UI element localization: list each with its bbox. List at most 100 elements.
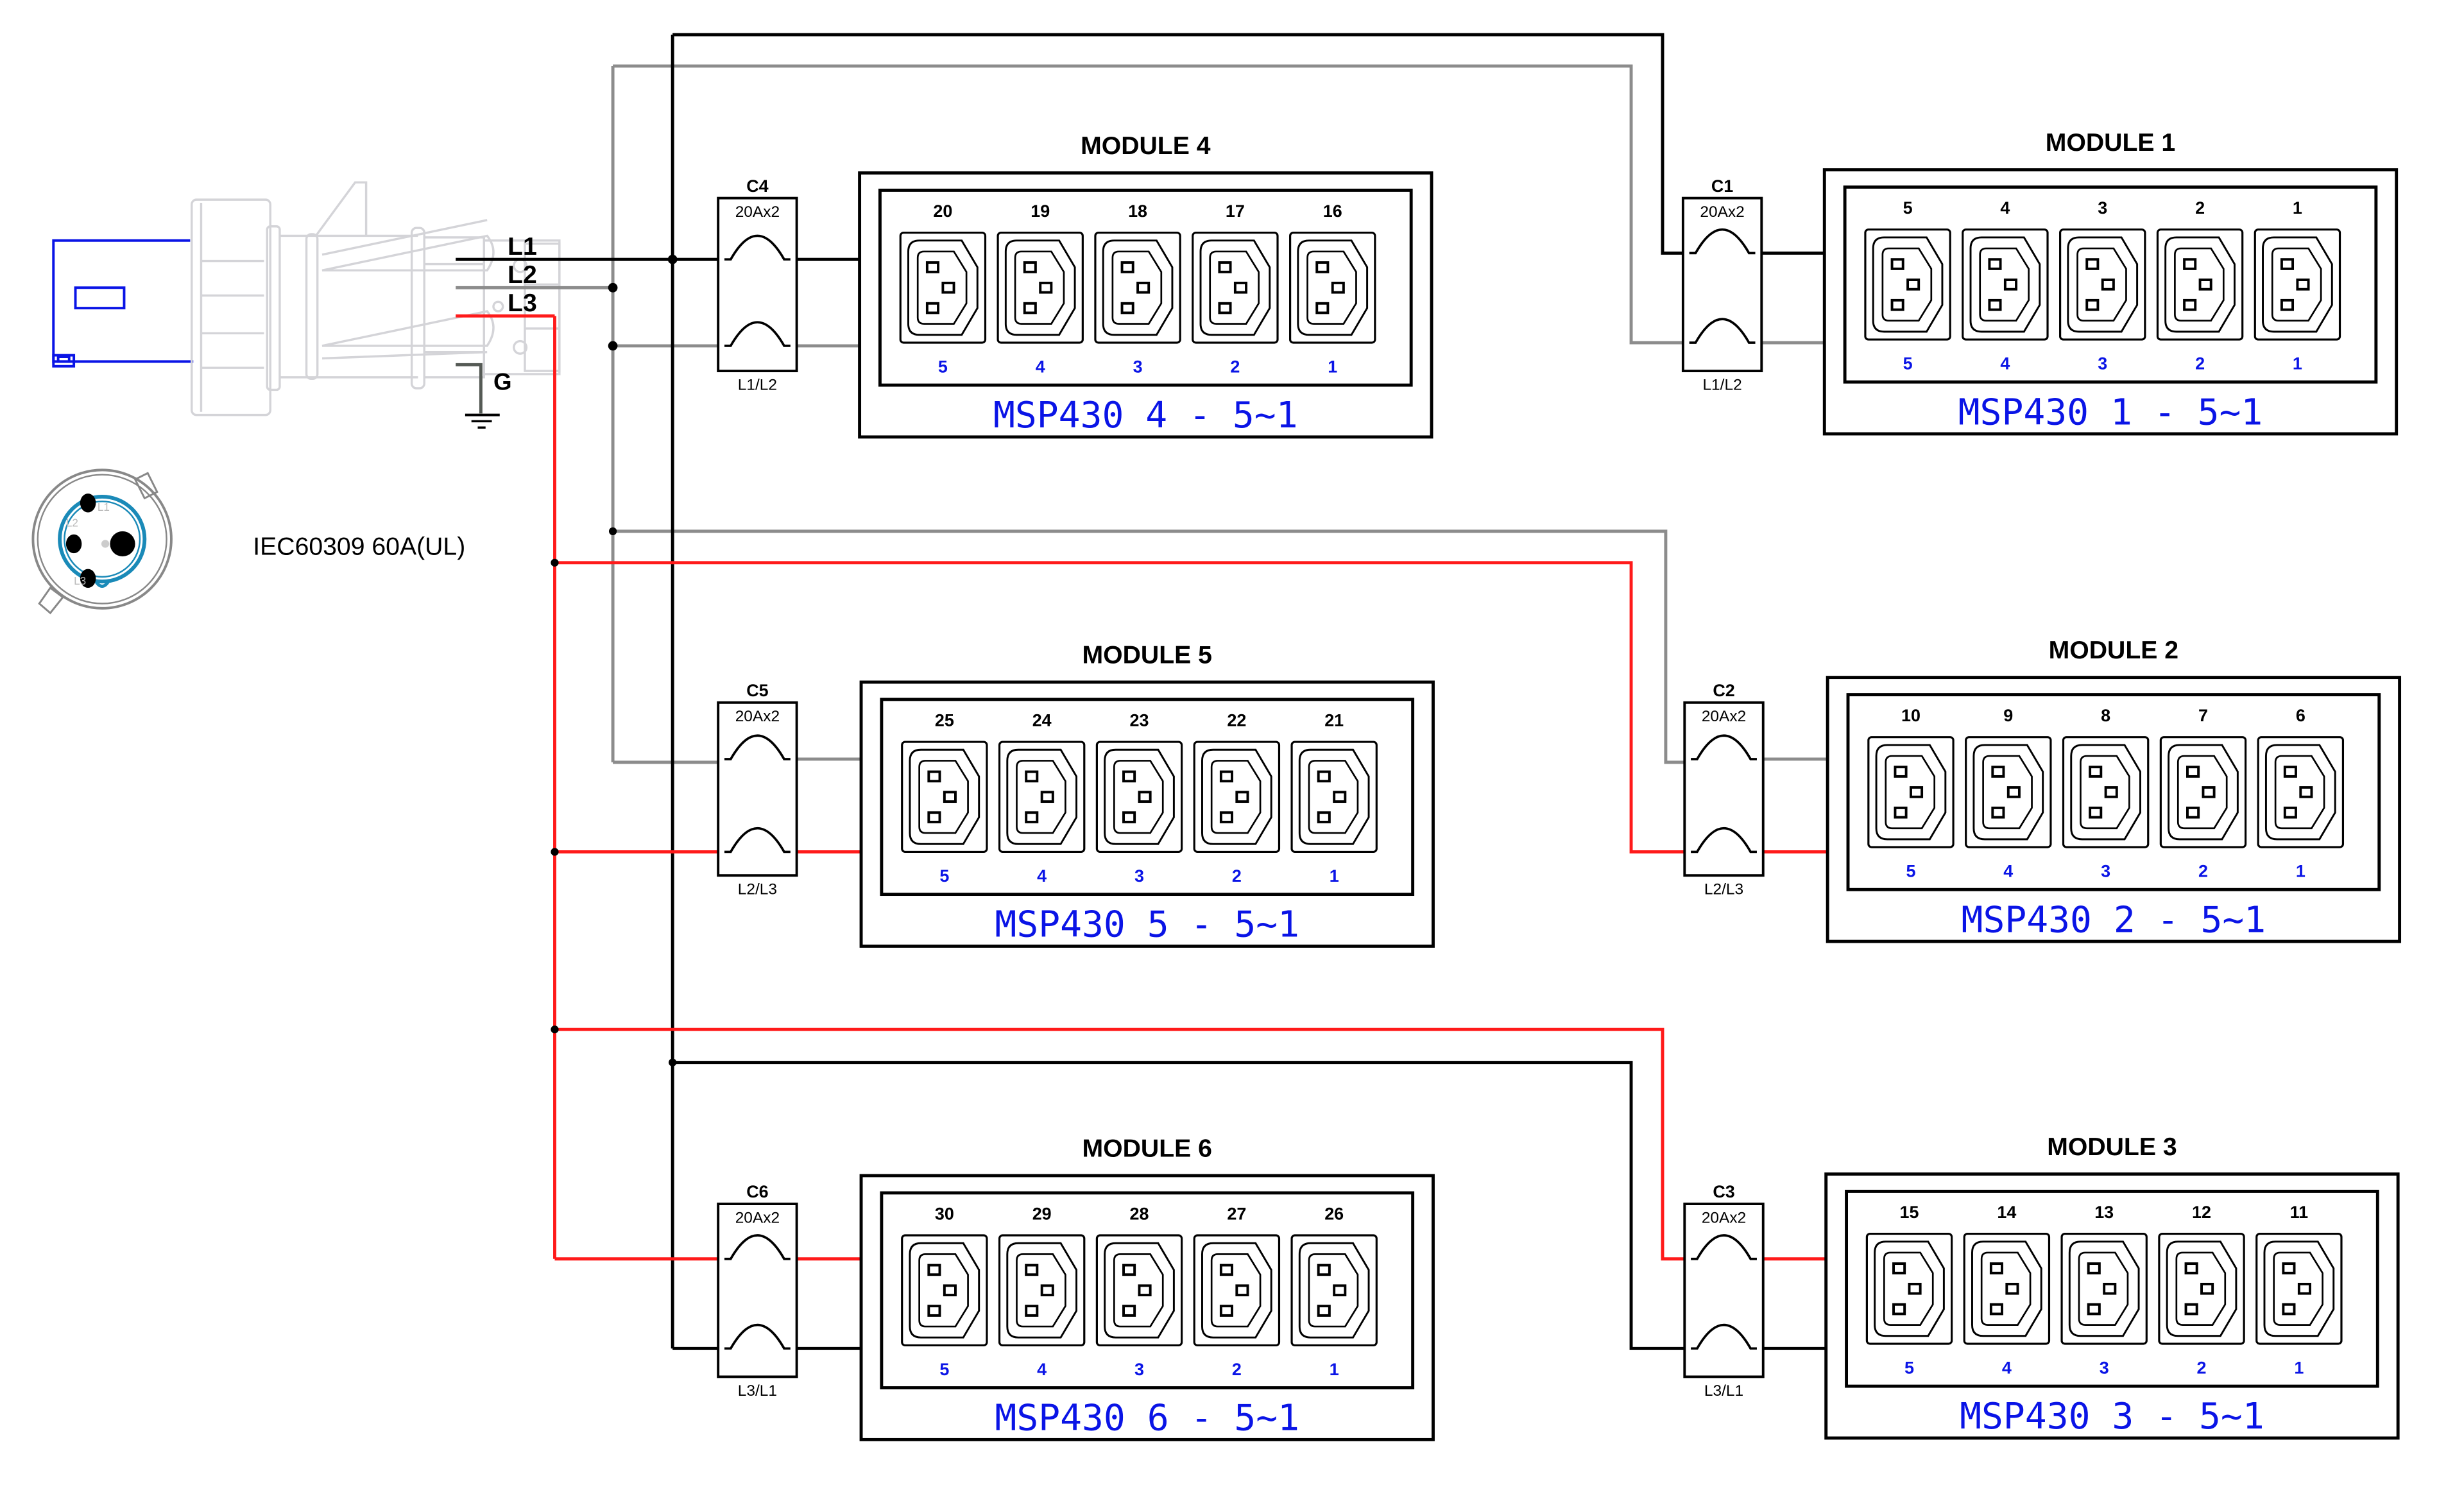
outlet-c13[interactable]	[2254, 228, 2341, 341]
outlet-c13[interactable]	[899, 231, 987, 344]
wire-l3-to-c3	[554, 1027, 1685, 1261]
junction-dot	[608, 282, 618, 293]
socket-pin-label-l1: L1	[98, 501, 110, 513]
outlet-c13[interactable]	[1094, 231, 1181, 344]
outlet-c13[interactable]	[1095, 741, 1183, 853]
outlet-c13[interactable]	[2059, 228, 2146, 341]
outlet-c13[interactable]	[2156, 228, 2244, 341]
plug-face-icon	[52, 239, 194, 368]
outlet-c13[interactable]	[1865, 1232, 1953, 1345]
outlet-shroud-icon	[1298, 1242, 1370, 1339]
module-caption: MSP430 5 - 5~1	[995, 904, 1299, 946]
outlet-pin-neutral	[2183, 298, 2197, 311]
outlet-socket-icon	[2175, 1251, 2227, 1326]
outlet-socket-icon	[2174, 247, 2225, 322]
outlet-shroud-icon	[907, 239, 979, 336]
module-caption: MSP430 2 - 5~1	[1962, 899, 2266, 941]
outlet-c13[interactable]	[2062, 736, 2150, 848]
outlet-pin-ground	[1333, 791, 1347, 803]
outlet-global-number: 28	[1130, 1205, 1149, 1224]
outlet-c13[interactable]	[1290, 741, 1378, 853]
outlet-pin-neutral	[1025, 811, 1039, 823]
outlet-shroud-icon	[1971, 1240, 2042, 1337]
outlet-c13[interactable]	[2257, 736, 2345, 848]
outlet-global-number: 3	[2098, 198, 2107, 218]
outlet-c13[interactable]	[1963, 1232, 2051, 1345]
outlet-pin-ground	[943, 791, 957, 803]
breaker-id: C4	[746, 176, 768, 196]
outlet-pin-live	[1989, 1262, 2003, 1274]
outlet-shroud-icon	[1972, 744, 2044, 841]
outlet-c13[interactable]	[2158, 1232, 2245, 1345]
outlet-c13[interactable]	[1867, 736, 1955, 848]
outlet-pin-ground	[1138, 1284, 1152, 1297]
breaker-contact-icon	[1691, 1323, 1757, 1350]
outlet-c13[interactable]	[1193, 741, 1281, 853]
outlet-pin-neutral	[1023, 302, 1037, 314]
outlet-socket-icon	[1014, 250, 1065, 325]
outlet-c13[interactable]	[2060, 1232, 2148, 1345]
outlet-socket-icon	[918, 1253, 969, 1328]
outlet-c13[interactable]	[998, 741, 1086, 853]
outlet-pin-ground	[2103, 1282, 2117, 1295]
outlet-global-number: 5	[1903, 198, 1913, 218]
outlet-c13[interactable]	[1962, 228, 2049, 341]
outlet-c13[interactable]	[2255, 1232, 2343, 1345]
outlet-pin-neutral	[1219, 1305, 1233, 1317]
outlet-socket-icon	[1883, 1251, 1934, 1326]
breaker-contact-icon	[1691, 1234, 1757, 1260]
outlet-global-number: 2	[2195, 198, 2205, 218]
breaker-id: C3	[1713, 1182, 1734, 1201]
outlet-socket-icon	[1980, 1251, 2032, 1326]
outlet-pin-neutral	[927, 1305, 941, 1317]
outlet-pin-ground	[1331, 281, 1345, 294]
outlet-c13[interactable]	[901, 1234, 988, 1347]
outlet-global-number: 8	[2101, 706, 2110, 725]
outlet-pin-neutral	[2184, 1303, 2198, 1316]
module-inner-panel	[880, 698, 1415, 896]
module-inner-panel	[1845, 1189, 2379, 1388]
outlet-c13[interactable]	[2159, 736, 2247, 848]
outlet-pin-ground	[1910, 786, 1924, 798]
outlet-socket-icon	[2271, 247, 2322, 322]
outlet-global-number: 25	[935, 711, 954, 730]
wire-l1-to-c3	[672, 1061, 1685, 1350]
breaker-contact-icon	[1689, 228, 1756, 255]
outlet-c13[interactable]	[1965, 736, 2052, 848]
outlet-shroud-icon	[2067, 236, 2139, 333]
outlet-c13[interactable]	[1193, 1234, 1281, 1347]
outlet-local-number: 1	[2296, 862, 2306, 881]
outlet-c13[interactable]	[1289, 231, 1376, 344]
outlet-socket-icon	[1016, 1253, 1066, 1328]
outlet-socket-icon	[1982, 755, 2033, 830]
outlet-shroud-icon	[1874, 1240, 1945, 1337]
socket-pin-label-l2: L2	[66, 517, 78, 529]
outlet-local-number: 2	[1230, 357, 1240, 377]
breaker-contact-icon	[724, 234, 791, 261]
phase-label-l1: L1	[508, 233, 537, 261]
outlet-c13[interactable]	[997, 231, 1084, 344]
outlet-c13[interactable]	[1095, 1234, 1183, 1347]
outlet-pin-ground	[2198, 279, 2212, 291]
outlet-socket-icon	[918, 760, 969, 834]
outlet-pin-neutral	[1991, 806, 2005, 819]
outlet-pin-neutral	[925, 302, 940, 314]
outlet-global-number: 21	[1324, 711, 1344, 730]
outlet-c13[interactable]	[1290, 1234, 1378, 1347]
outlet-c13[interactable]	[998, 1234, 1086, 1347]
outlet-c13[interactable]	[1192, 231, 1279, 344]
module-outer-box	[858, 171, 1433, 439]
outlet-socket-icon	[1111, 250, 1163, 325]
outlet-pin-live	[927, 770, 941, 783]
outlet-local-number: 1	[1328, 357, 1337, 377]
outlet-local-number: 3	[2101, 862, 2110, 881]
outlet-pin-live	[1894, 766, 1908, 778]
outlet-pin-neutral	[1890, 298, 1904, 311]
outlet-c13[interactable]	[1864, 228, 1951, 341]
outlet-c13[interactable]	[901, 741, 988, 853]
outlet-shroud-icon	[1102, 239, 1174, 336]
junction-dot	[669, 1058, 677, 1067]
outlet-local-number: 3	[1134, 1360, 1144, 1379]
